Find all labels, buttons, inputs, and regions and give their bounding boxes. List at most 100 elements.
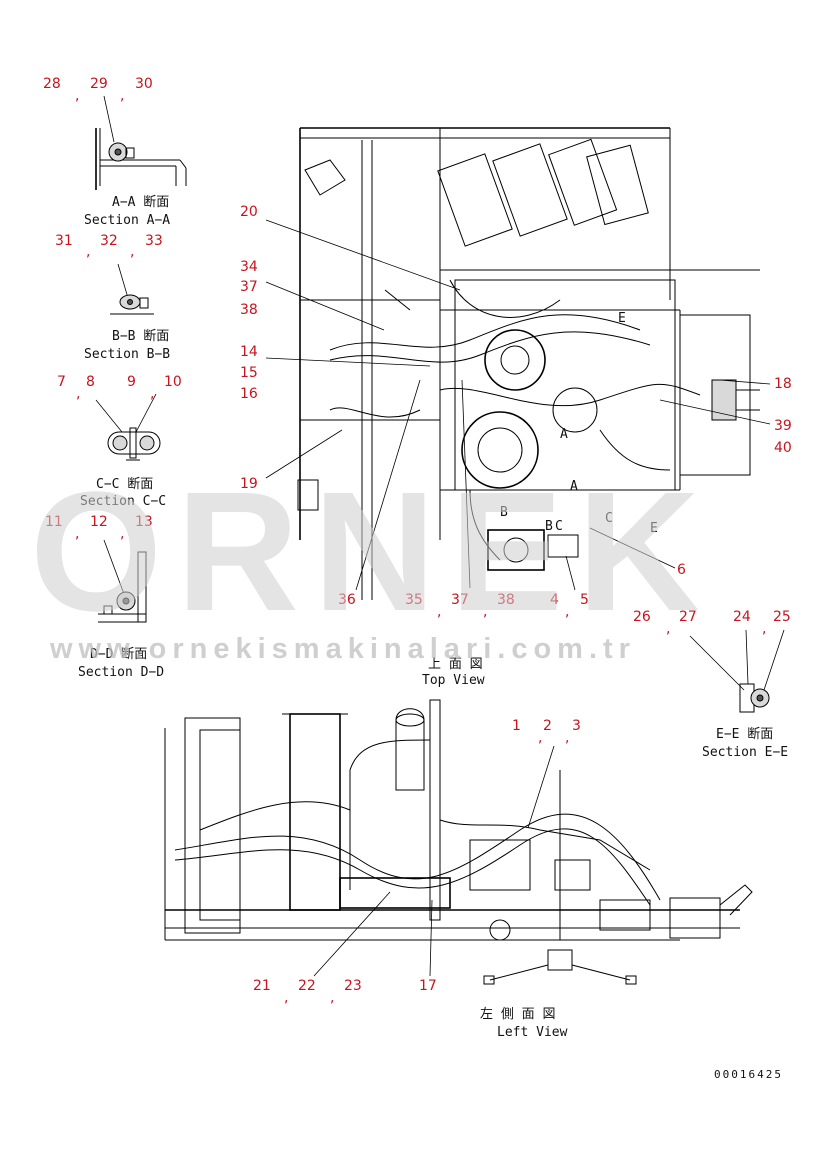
callout-11[interactable]: 11 — [45, 514, 63, 530]
drawing-number: 00016425 — [714, 1068, 783, 1081]
callout-3[interactable]: 3 — [572, 718, 581, 734]
section-e-e-title-jp: E−E 断面 — [716, 727, 773, 742]
section-b-b-title-en: Section B−B — [84, 347, 170, 362]
callout-9[interactable]: 9 — [127, 374, 136, 390]
section-c-c-title-en: Section C−C — [80, 494, 166, 509]
svg-text:,: , — [538, 730, 542, 746]
callout-8[interactable]: 8 — [86, 374, 95, 390]
callout-38[interactable]: 38 — [240, 302, 258, 318]
callout-30[interactable]: 30 — [135, 76, 153, 92]
callout-33[interactable]: 33 — [145, 233, 163, 249]
section-c-c-drawing — [95, 393, 161, 461]
section-mark-c2: C — [605, 511, 613, 526]
section-mark-e2: E — [650, 521, 658, 536]
top-view: A A B B C C E E 20 34 37 38 14 15 16 19 … — [240, 127, 792, 688]
svg-text:,: , — [86, 244, 90, 260]
svg-text:,: , — [483, 604, 487, 620]
callout-5[interactable]: 5 — [580, 592, 589, 608]
top-view-title-jp: 上 面 図 — [428, 657, 483, 672]
section-d-d-title-jp: D−D 断面 — [90, 647, 147, 662]
callout-21[interactable]: 21 — [253, 978, 271, 994]
callout-7[interactable]: 7 — [57, 374, 66, 390]
section-a-a: 28 , 29 , 30 A−A 断面 Section A−A — [43, 76, 187, 228]
section-b-b-title-jp: B−B 断面 — [112, 329, 169, 344]
section-c-c: 7 , 8 9 , 10 C−C 断面 Section C−C — [57, 374, 182, 509]
svg-text:,: , — [565, 604, 569, 620]
callout-37[interactable]: 37 — [240, 279, 258, 295]
section-c-c-title-jp: C−C 断面 — [96, 477, 153, 492]
svg-text:,: , — [120, 526, 124, 542]
section-mark-a2: A — [560, 427, 568, 442]
svg-text:,: , — [150, 386, 154, 402]
left-view: 1 , 2 , 3 21 , 22 , 23 17 左 側 面 図 Left V… — [164, 699, 753, 1040]
svg-text:,: , — [284, 990, 288, 1006]
callout-16[interactable]: 16 — [240, 386, 258, 402]
callout-18[interactable]: 18 — [774, 376, 792, 392]
callout-15[interactable]: 15 — [240, 365, 258, 381]
svg-text:,: , — [120, 88, 124, 104]
callout-25[interactable]: 25 — [773, 609, 791, 625]
section-b-b: 31 , 32 , 33 B−B 断面 Section B−B — [55, 233, 170, 362]
section-a-a-title-jp: A−A 断面 — [112, 195, 169, 210]
svg-text:,: , — [666, 621, 670, 637]
callout-22[interactable]: 22 — [298, 978, 316, 994]
section-mark-c1: C — [555, 519, 563, 534]
callout-13[interactable]: 13 — [135, 514, 153, 530]
callout-39[interactable]: 39 — [774, 418, 792, 434]
top-view-title-en: Top View — [422, 673, 485, 688]
callout-29[interactable]: 29 — [90, 76, 108, 92]
callout-40[interactable]: 40 — [774, 440, 792, 456]
watermark-url: www.ornekismakinalari.com.tr — [49, 633, 636, 665]
section-b-b-drawing — [110, 263, 154, 315]
left-view-title-jp: 左 側 面 図 — [480, 1007, 555, 1022]
callout-28[interactable]: 28 — [43, 76, 61, 92]
section-d-d: 11 , 12 , 13 D−D 断面 Section D−D — [45, 514, 164, 680]
section-d-d-drawing — [98, 539, 147, 623]
callout-2[interactable]: 2 — [543, 718, 552, 734]
section-mark-e1: E — [618, 311, 626, 326]
svg-text:,: , — [437, 604, 441, 620]
section-mark-b2: B — [545, 519, 553, 534]
callout-23[interactable]: 23 — [344, 978, 362, 994]
callout-4[interactable]: 4 — [550, 592, 559, 608]
watermark: ORNEK www.ornekismakinalari.com.tr — [30, 457, 714, 665]
section-e-e-title-en: Section E−E — [702, 745, 788, 760]
callout-31[interactable]: 31 — [55, 233, 73, 249]
left-view-drawing — [164, 699, 753, 985]
svg-text:,: , — [75, 526, 79, 542]
section-d-d-title-en: Section D−D — [78, 665, 164, 680]
watermark-brand: ORNEK — [30, 457, 714, 647]
section-a-a-title-en: Section A−A — [84, 213, 170, 228]
callout-38b[interactable]: 38 — [497, 592, 515, 608]
callout-32[interactable]: 32 — [100, 233, 118, 249]
callout-6[interactable]: 6 — [677, 562, 686, 578]
callout-24[interactable]: 24 — [733, 609, 751, 625]
callout-12[interactable]: 12 — [90, 514, 108, 530]
section-e-e-drawing — [689, 629, 785, 713]
svg-text:,: , — [565, 730, 569, 746]
callout-10[interactable]: 10 — [164, 374, 182, 390]
section-mark-b1: B — [500, 505, 508, 520]
callout-36[interactable]: 36 — [338, 592, 356, 608]
callout-20[interactable]: 20 — [240, 204, 258, 220]
svg-text:,: , — [330, 990, 334, 1006]
section-e-e: 26 , 27 24 , 25 E−E 断面 Section E−E — [633, 609, 791, 760]
callout-37b[interactable]: 37 — [451, 592, 469, 608]
callout-34[interactable]: 34 — [240, 259, 258, 275]
left-view-title-en: Left View — [497, 1025, 568, 1040]
svg-text:,: , — [762, 621, 766, 637]
callout-27[interactable]: 27 — [679, 609, 697, 625]
svg-text:,: , — [75, 88, 79, 104]
callout-1[interactable]: 1 — [512, 718, 521, 734]
callout-17[interactable]: 17 — [419, 978, 437, 994]
top-view-drawing — [297, 127, 760, 600]
callout-26[interactable]: 26 — [633, 609, 651, 625]
section-a-a-drawing — [95, 95, 187, 190]
callout-35[interactable]: 35 — [405, 592, 423, 608]
svg-text:,: , — [130, 244, 134, 260]
section-mark-a1: A — [570, 479, 578, 494]
callout-14[interactable]: 14 — [240, 344, 258, 360]
svg-text:,: , — [76, 386, 80, 402]
callout-19[interactable]: 19 — [240, 476, 258, 492]
